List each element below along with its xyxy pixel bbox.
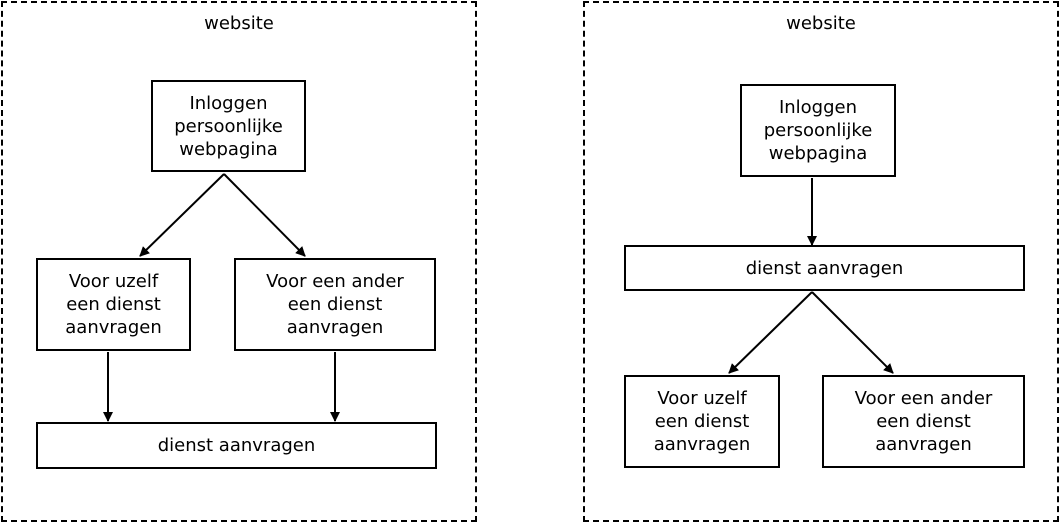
right-website-panel: website <box>583 1 1059 522</box>
right-self-request-box: Voor uzelf een dienst aanvragen <box>624 375 780 468</box>
left-website-panel: website <box>1 1 477 522</box>
left-login-box: Inloggen persoonlijke webpagina <box>151 80 306 172</box>
left-panel-title: website <box>204 13 274 34</box>
right-other-request-box: Voor een ander een dienst aanvragen <box>822 375 1025 468</box>
left-self-request-box: Voor uzelf een dienst aanvragen <box>36 258 191 351</box>
right-panel-title: website <box>786 13 856 34</box>
left-other-request-box: Voor een ander een dienst aanvragen <box>234 258 436 351</box>
right-login-box: Inloggen persoonlijke webpagina <box>740 84 896 177</box>
right-service-request-box: dienst aanvragen <box>624 245 1025 291</box>
left-service-request-box: dienst aanvragen <box>36 422 437 469</box>
